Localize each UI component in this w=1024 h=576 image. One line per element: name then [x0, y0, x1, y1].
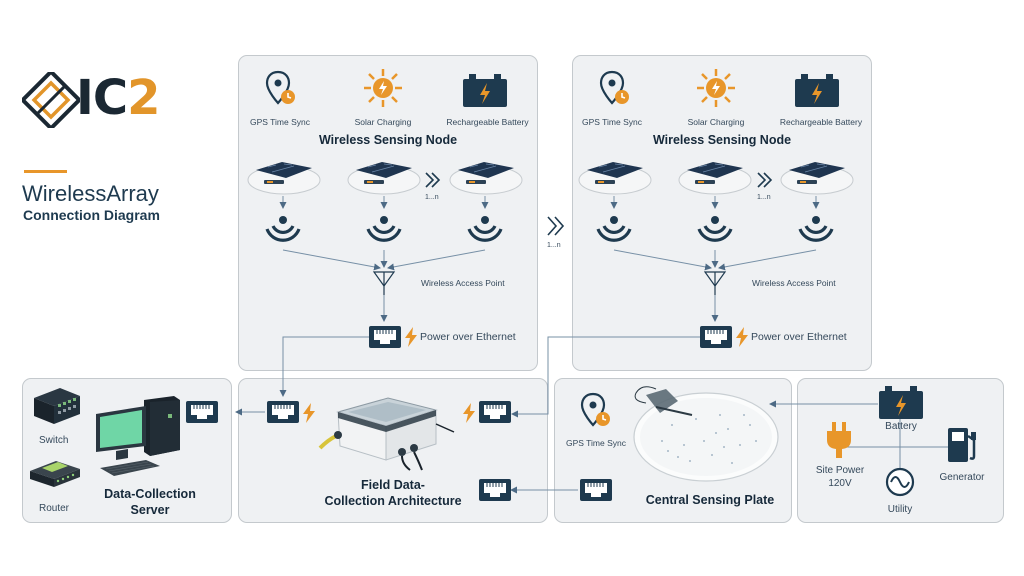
- rechargeable-battery-icon: [463, 74, 507, 107]
- power-bolt-icon: [405, 327, 417, 347]
- field-enclosure-box-icon: [318, 397, 455, 471]
- wifi-signal-icon: [265, 216, 301, 242]
- power-bolt-icon: [463, 403, 475, 423]
- ic2-logo: IC2: [22, 70, 202, 130]
- wireless-node-panel-left: [238, 55, 538, 371]
- central-sensing-plate-icon: [633, 386, 779, 482]
- wireless-node-panel-right: [572, 55, 872, 371]
- solar-charging-label: Solar Charging: [354, 117, 412, 127]
- ethernet-port-icon: [186, 401, 218, 423]
- gps-time-sync-label: GPS Time Sync: [582, 117, 642, 127]
- field-data-collection-title-line1: Field Data-: [361, 478, 425, 492]
- data-collection-server-title-line2: Server: [130, 503, 170, 517]
- power-bolt-icon: [736, 327, 748, 347]
- wifi-signal-icon: [798, 216, 834, 242]
- node-count-label: 1...n: [425, 194, 439, 201]
- diagram-title: WirelessArray: [22, 181, 159, 206]
- wireless-sensing-node-title: Wireless Sensing Node: [318, 133, 458, 147]
- logo-text-accent: 2: [127, 70, 160, 126]
- ethernet-port-icon: [700, 326, 732, 348]
- gps-time-sync-label: GPS Time Sync: [566, 438, 626, 448]
- logo-text-main: IC: [76, 70, 128, 126]
- battery-label: Battery: [885, 421, 917, 432]
- gps-time-sync-icon: [265, 70, 295, 105]
- wifi-signal-icon: [697, 216, 733, 242]
- logo-mark-icon: [22, 72, 80, 128]
- server-computer-icon: [96, 396, 180, 476]
- wireless-access-point-label: Wireless Access Point: [752, 278, 836, 288]
- network-switch-icon: [34, 388, 80, 424]
- central-sensing-plate-title: Central Sensing Plate: [645, 493, 775, 507]
- ethernet-port-icon: [479, 401, 511, 423]
- sensor-node-device-icon: [678, 162, 752, 195]
- diagram-subtitle: Connection Diagram: [23, 207, 160, 223]
- solar-charging-icon: [364, 69, 402, 107]
- sensor-node-device-icon: [780, 162, 854, 195]
- sensor-node-device-icon: [578, 162, 652, 195]
- access-point-antenna-icon: [703, 271, 727, 295]
- node-count-label: 1...n: [757, 194, 771, 201]
- node-group-count-label: 1...n: [547, 242, 561, 249]
- title-accent-bar: [24, 170, 67, 173]
- sensor-node-device-icon: [347, 162, 421, 195]
- ethernet-port-icon: [369, 326, 401, 348]
- wifi-signal-icon: [366, 216, 402, 242]
- utility-ac-icon: [885, 467, 915, 497]
- generator-label: Generator: [939, 472, 985, 483]
- switch-label: Switch: [39, 435, 69, 446]
- utility-label: Utility: [887, 504, 913, 515]
- wireless-sensing-node-title: Wireless Sensing Node: [652, 133, 792, 147]
- battery-icon: [879, 386, 923, 419]
- power-plug-icon: [827, 422, 851, 458]
- site-power-label-line1: Site Power: [815, 465, 865, 476]
- more-nodes-chevron-icon: [425, 172, 441, 188]
- sensor-node-device-icon: [449, 162, 523, 195]
- access-point-antenna-icon: [372, 271, 396, 295]
- field-data-collection-title-line2: Collection Architecture: [324, 494, 462, 508]
- rechargeable-battery-label: Rechargeable Battery: [446, 117, 529, 127]
- wifi-signal-icon: [596, 216, 632, 242]
- site-power-label-line2: 120V: [828, 478, 852, 489]
- power-over-ethernet-label: Power over Ethernet: [420, 331, 516, 343]
- solar-charging-label: Solar Charging: [687, 117, 745, 127]
- sensor-node-device-icon: [247, 162, 321, 195]
- gps-time-sync-label: GPS Time Sync: [250, 117, 310, 127]
- wifi-signal-icon: [467, 216, 503, 242]
- wireless-access-point-label: Wireless Access Point: [421, 278, 505, 288]
- gps-time-sync-icon: [580, 392, 610, 427]
- ethernet-port-icon: [479, 479, 511, 501]
- data-collection-server-title-line1: Data-Collection: [104, 487, 196, 501]
- power-over-ethernet-label: Power over Ethernet: [751, 331, 847, 343]
- ethernet-port-icon: [580, 479, 612, 501]
- more-nodes-chevron-icon: [757, 172, 773, 188]
- solar-charging-icon: [697, 69, 735, 107]
- rechargeable-battery-icon: [795, 74, 839, 107]
- power-bolt-icon: [303, 403, 315, 423]
- gps-time-sync-icon: [599, 70, 629, 105]
- rechargeable-battery-label: Rechargeable Battery: [779, 117, 863, 127]
- ethernet-port-icon: [267, 401, 299, 423]
- router-label: Router: [39, 503, 70, 514]
- generator-fuel-pump-icon: [948, 428, 976, 462]
- more-node-groups-chevron-icon: [547, 216, 565, 236]
- router-icon: [30, 461, 80, 487]
